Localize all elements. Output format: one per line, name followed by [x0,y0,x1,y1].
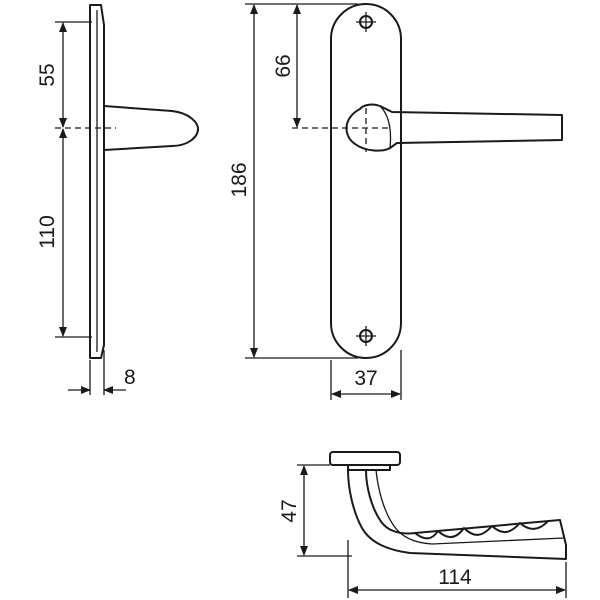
side-view: 55 110 8 [36,4,199,395]
dim-label-55: 55 [36,63,59,86]
top-lever-outer [347,469,567,560]
front-plate [330,3,402,359]
side-plate [89,4,105,359]
bottom-screw [356,326,376,346]
dim-label-66: 66 [272,54,295,77]
top-neck [347,464,391,471]
front-lever-detail [379,105,392,149]
dim-label-47: 47 [278,499,301,522]
front-lever [345,103,563,152]
front-view: 186 66 37 [228,3,563,400]
top-rose [329,451,401,466]
top-screw [356,12,376,32]
dim-label-186: 186 [228,162,251,197]
dim-label-37: 37 [354,367,377,390]
top-lever-inner [365,469,567,546]
top-view: 47 114 [278,451,567,598]
dim-label-110: 110 [36,215,59,248]
top-lever-grip-ribs [414,520,549,540]
top-lever-middle [375,469,565,545]
side-lever-profile [103,105,199,151]
dim-label-114: 114 [438,566,472,589]
dim-label-8: 8 [124,366,136,389]
